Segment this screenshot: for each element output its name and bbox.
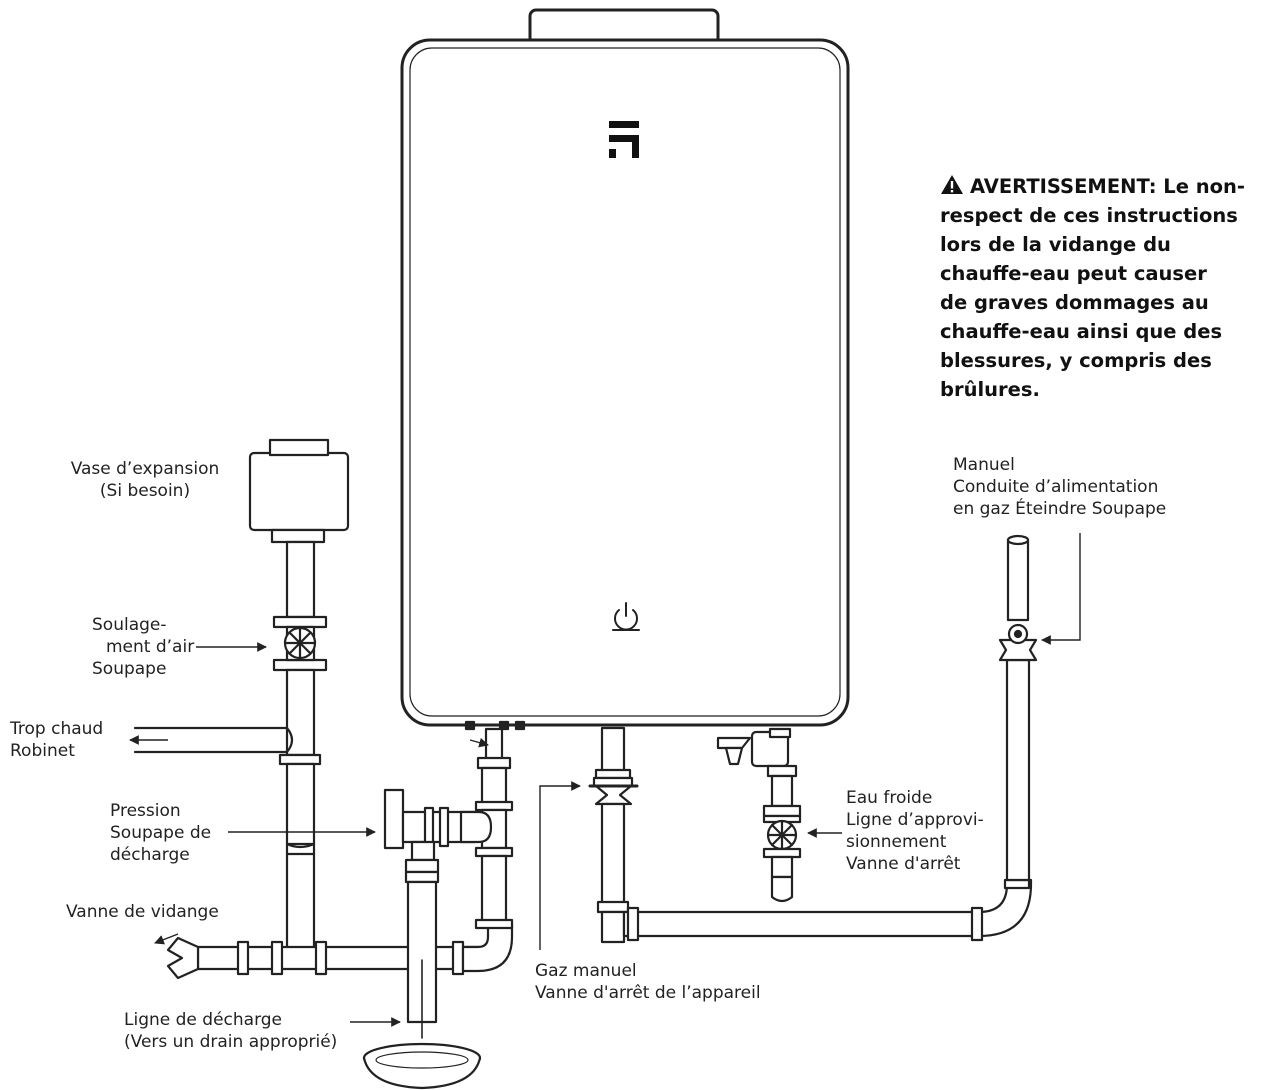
brand-logo-icon: [609, 121, 639, 158]
drain-line: [166, 922, 514, 980]
water-heater-unit: [400, 8, 850, 727]
label-air-relief-valve: Soulage- ment d’air Soupape: [92, 615, 195, 679]
label-cold-water-shutoff: Eau froide Ligne d’approvi- sionnement V…: [846, 788, 984, 874]
expansion-tank-assembly: [248, 438, 350, 951]
label-gas-supply-shutoff: Manuel Conduite d’alimentation en gaz Ét…: [953, 455, 1167, 519]
warning-line-5: de graves dommages au: [940, 291, 1209, 314]
gas-supply-valve-icon: [998, 623, 1038, 662]
warning-line-1: AVERTISSEMENT: Le non-: [970, 175, 1245, 198]
warning-line-8: brûlures.: [940, 378, 1040, 401]
cold-water-valve-icon: [766, 819, 798, 851]
air-relief-valve-icon: [283, 626, 317, 660]
warning-line-6: chauffe-eau ainsi que des: [940, 320, 1223, 343]
label-discharge-line: Ligne de décharge (Vers un drain appropr…: [124, 1010, 338, 1052]
gas-appliance-pipe: [588, 726, 639, 944]
gas-shutoff-valve-icon: [588, 784, 639, 806]
label-pressure-relief-valve: Pression Soupape de décharge: [110, 801, 212, 865]
gas-supply-line: [622, 534, 1038, 942]
label-expansion-tank: Vase d’expansion (Si besoin): [70, 459, 220, 501]
warning-notice: AVERTISSEMENT: Le non- respect de ces in…: [940, 172, 1260, 404]
power-icon: [612, 602, 640, 631]
warning-line-3: lors de la vidange du: [940, 233, 1171, 256]
hot-outlet-pipe: [474, 727, 514, 930]
drain-pan-icon: [362, 1042, 482, 1090]
label-hot-tap: Trop chaud Robinet: [10, 719, 104, 761]
pressure-relief-valve: [383, 788, 493, 1039]
warning-line-4: chauffe-eau peut causer: [940, 262, 1207, 285]
warning-triangle-icon: [941, 175, 963, 194]
cold-water-assembly: [716, 727, 802, 903]
label-gas-shutoff-appliance: Gaz manuel Vanne d'arrêt de l’appareil: [535, 961, 761, 1003]
hot-tap-pipe: [133, 726, 294, 754]
expansion-tank: [248, 451, 350, 532]
drain-valve-icon: [166, 936, 200, 980]
label-drain-valve: Vanne de vidange: [66, 902, 219, 922]
warning-line-2: respect de ces instructions: [940, 204, 1238, 227]
warning-line-7: blessures, y compris des: [940, 349, 1212, 372]
